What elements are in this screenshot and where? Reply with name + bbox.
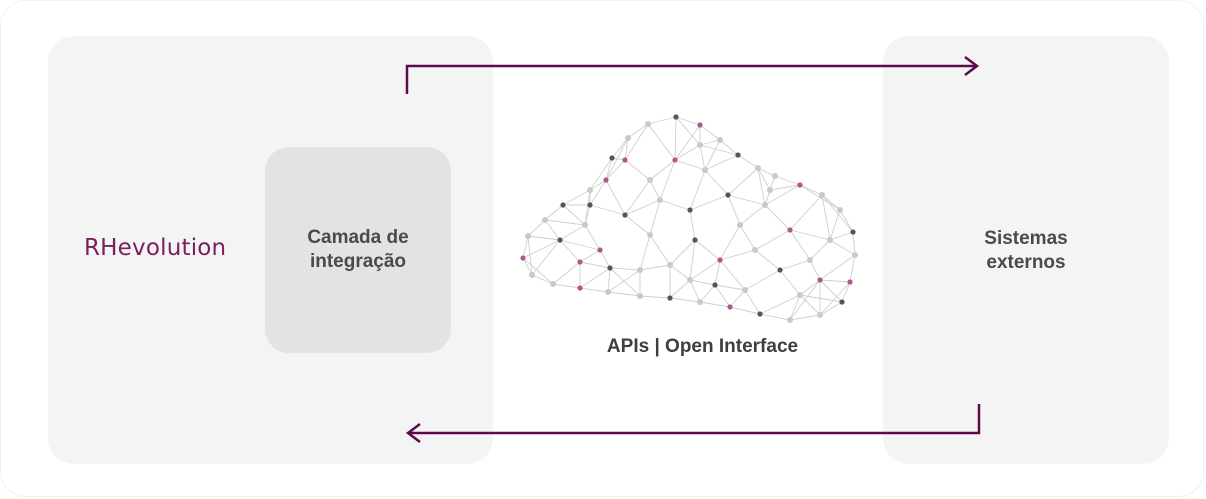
cloud-network-icon (520, 114, 858, 323)
external-panel (883, 36, 1169, 464)
integration-layer-box: Camada de integração (265, 147, 451, 353)
rhevolution-logo: RHevolution (84, 235, 227, 261)
integration-layer-label: Camada de integração (307, 227, 409, 272)
arrow-right-icon (405, 56, 980, 94)
api-label: APIs | Open Interface (606, 336, 799, 357)
external-systems-label: Sistemas externos (984, 228, 1068, 273)
arrow-left-icon (405, 404, 981, 443)
